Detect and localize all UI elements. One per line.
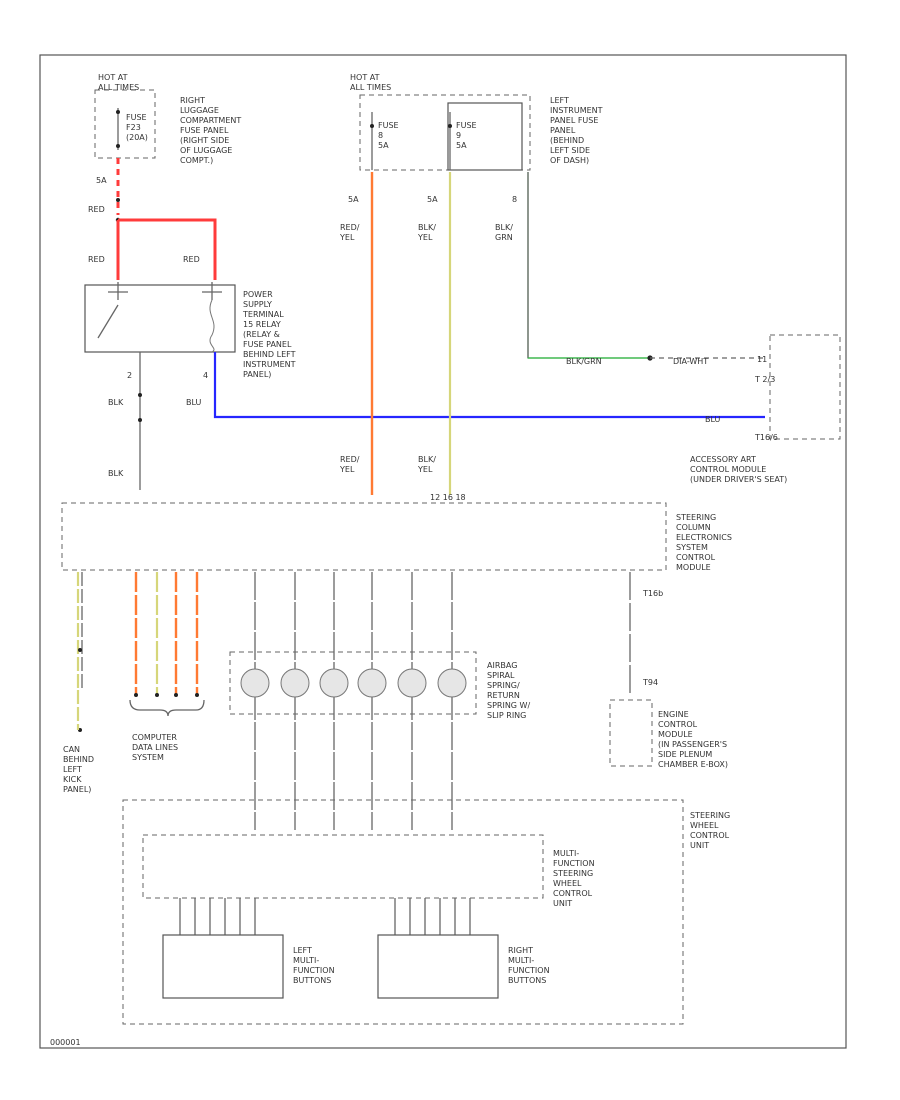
dash-amp-1: 5A — [348, 195, 359, 204]
wire-pin-2: 2 — [127, 371, 132, 380]
wire-blu-right: BLU — [705, 415, 721, 424]
accessory-pin-t2: T 2/3 — [754, 375, 775, 384]
wire-pin-4: 4 — [203, 371, 208, 380]
wire-blk-grn-green: BLK/GRN — [566, 357, 602, 366]
engine-conn-top: T16b — [642, 589, 663, 598]
wire-red-2: RED — [88, 255, 105, 264]
footer-code: 000001 — [50, 1038, 81, 1047]
dash-pin-8: 8 — [512, 195, 517, 204]
accessory-pin-r: 11 — [757, 355, 767, 364]
steering-column-top-pins: 12 16 18 — [430, 493, 466, 502]
wire-blk-yel-bot: BLK/YEL — [417, 455, 436, 474]
wire-blu: BLU — [186, 398, 202, 407]
wire-red-3: RED — [183, 255, 200, 264]
wire-blk-a: BLK — [108, 398, 124, 407]
dash-amp-2: 5A — [427, 195, 438, 204]
accessory-pin-t16: T16/6 — [754, 433, 778, 442]
wire-red-yel-bot: RED/YEL — [339, 455, 360, 474]
wire-blk-yel-top: BLK/YEL — [417, 223, 436, 242]
engine-conn-bot: T94 — [642, 678, 658, 687]
wire-red-yel-top: RED/YEL — [339, 223, 360, 242]
wire-blk-b: BLK — [108, 469, 124, 478]
wire-dia-wht: DIA-WHT — [673, 357, 708, 366]
wire-blk-grn: BLK/GRN — [495, 223, 513, 242]
rear-fuse-amp: 5A — [96, 176, 107, 185]
airbag-lines — [254, 572, 453, 830]
diagram-border — [39, 54, 847, 1049]
wire-red-1: RED — [88, 205, 105, 214]
